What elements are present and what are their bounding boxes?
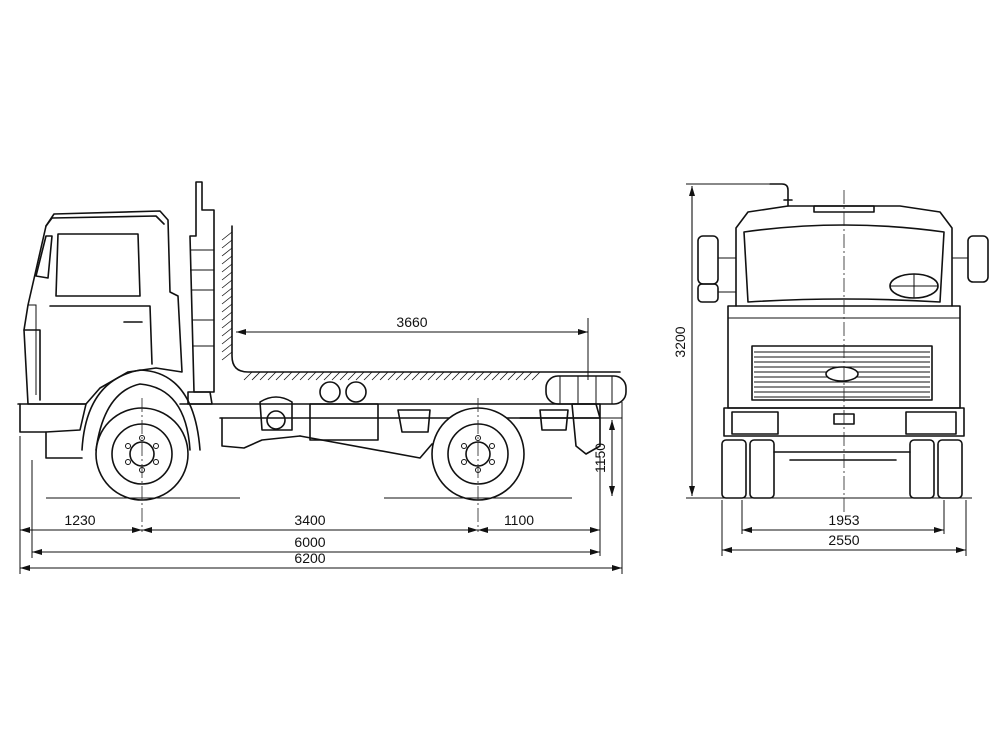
mirror-right — [967, 235, 989, 283]
dim-text-frame-length: 6000 — [294, 534, 325, 550]
body-wall — [221, 225, 621, 381]
cab-window — [55, 233, 141, 297]
dim-row-axles: 1230 3400 1100 — [20, 512, 600, 533]
dim-text-overall-width: 2550 — [828, 532, 859, 548]
dim-frame-length: 6000 — [32, 534, 600, 555]
spare-wheel — [545, 375, 627, 405]
dim-text-front-overhang: 1230 — [64, 512, 95, 528]
side-view: 3660 1150 1230 3400 1100 — [17, 181, 627, 574]
air-intake-stack — [187, 181, 215, 405]
headlight-right — [905, 411, 957, 435]
mirror-left — [697, 235, 719, 285]
wheel-right — [909, 439, 935, 499]
dim-text-track-width: 1953 — [828, 512, 859, 528]
dim-overall-length: 6200 — [20, 550, 622, 571]
dim-track-width: 1953 — [742, 512, 944, 533]
wheel-left — [721, 439, 747, 499]
front-view: 3200 1953 2550 — [672, 183, 989, 556]
windshield — [743, 224, 945, 303]
grille — [751, 345, 933, 401]
logo-badge — [825, 366, 859, 382]
dim-overall-height: 3200 — [672, 183, 780, 499]
dim-text-body-length: 3660 — [396, 314, 427, 330]
dim-frame-height: 1150 — [592, 417, 622, 496]
dim-body-length: 3660 — [236, 314, 589, 380]
dim-text-overall-length: 6200 — [294, 550, 325, 566]
dim-text-wheelbase: 3400 — [294, 512, 325, 528]
dim-text-rear-overhang: 1100 — [504, 512, 534, 528]
chassis-frame — [179, 375, 627, 459]
headlight-left — [731, 411, 779, 435]
dim-overall-width: 2550 — [722, 532, 966, 553]
dim-text-overall-height: 3200 — [672, 326, 688, 357]
